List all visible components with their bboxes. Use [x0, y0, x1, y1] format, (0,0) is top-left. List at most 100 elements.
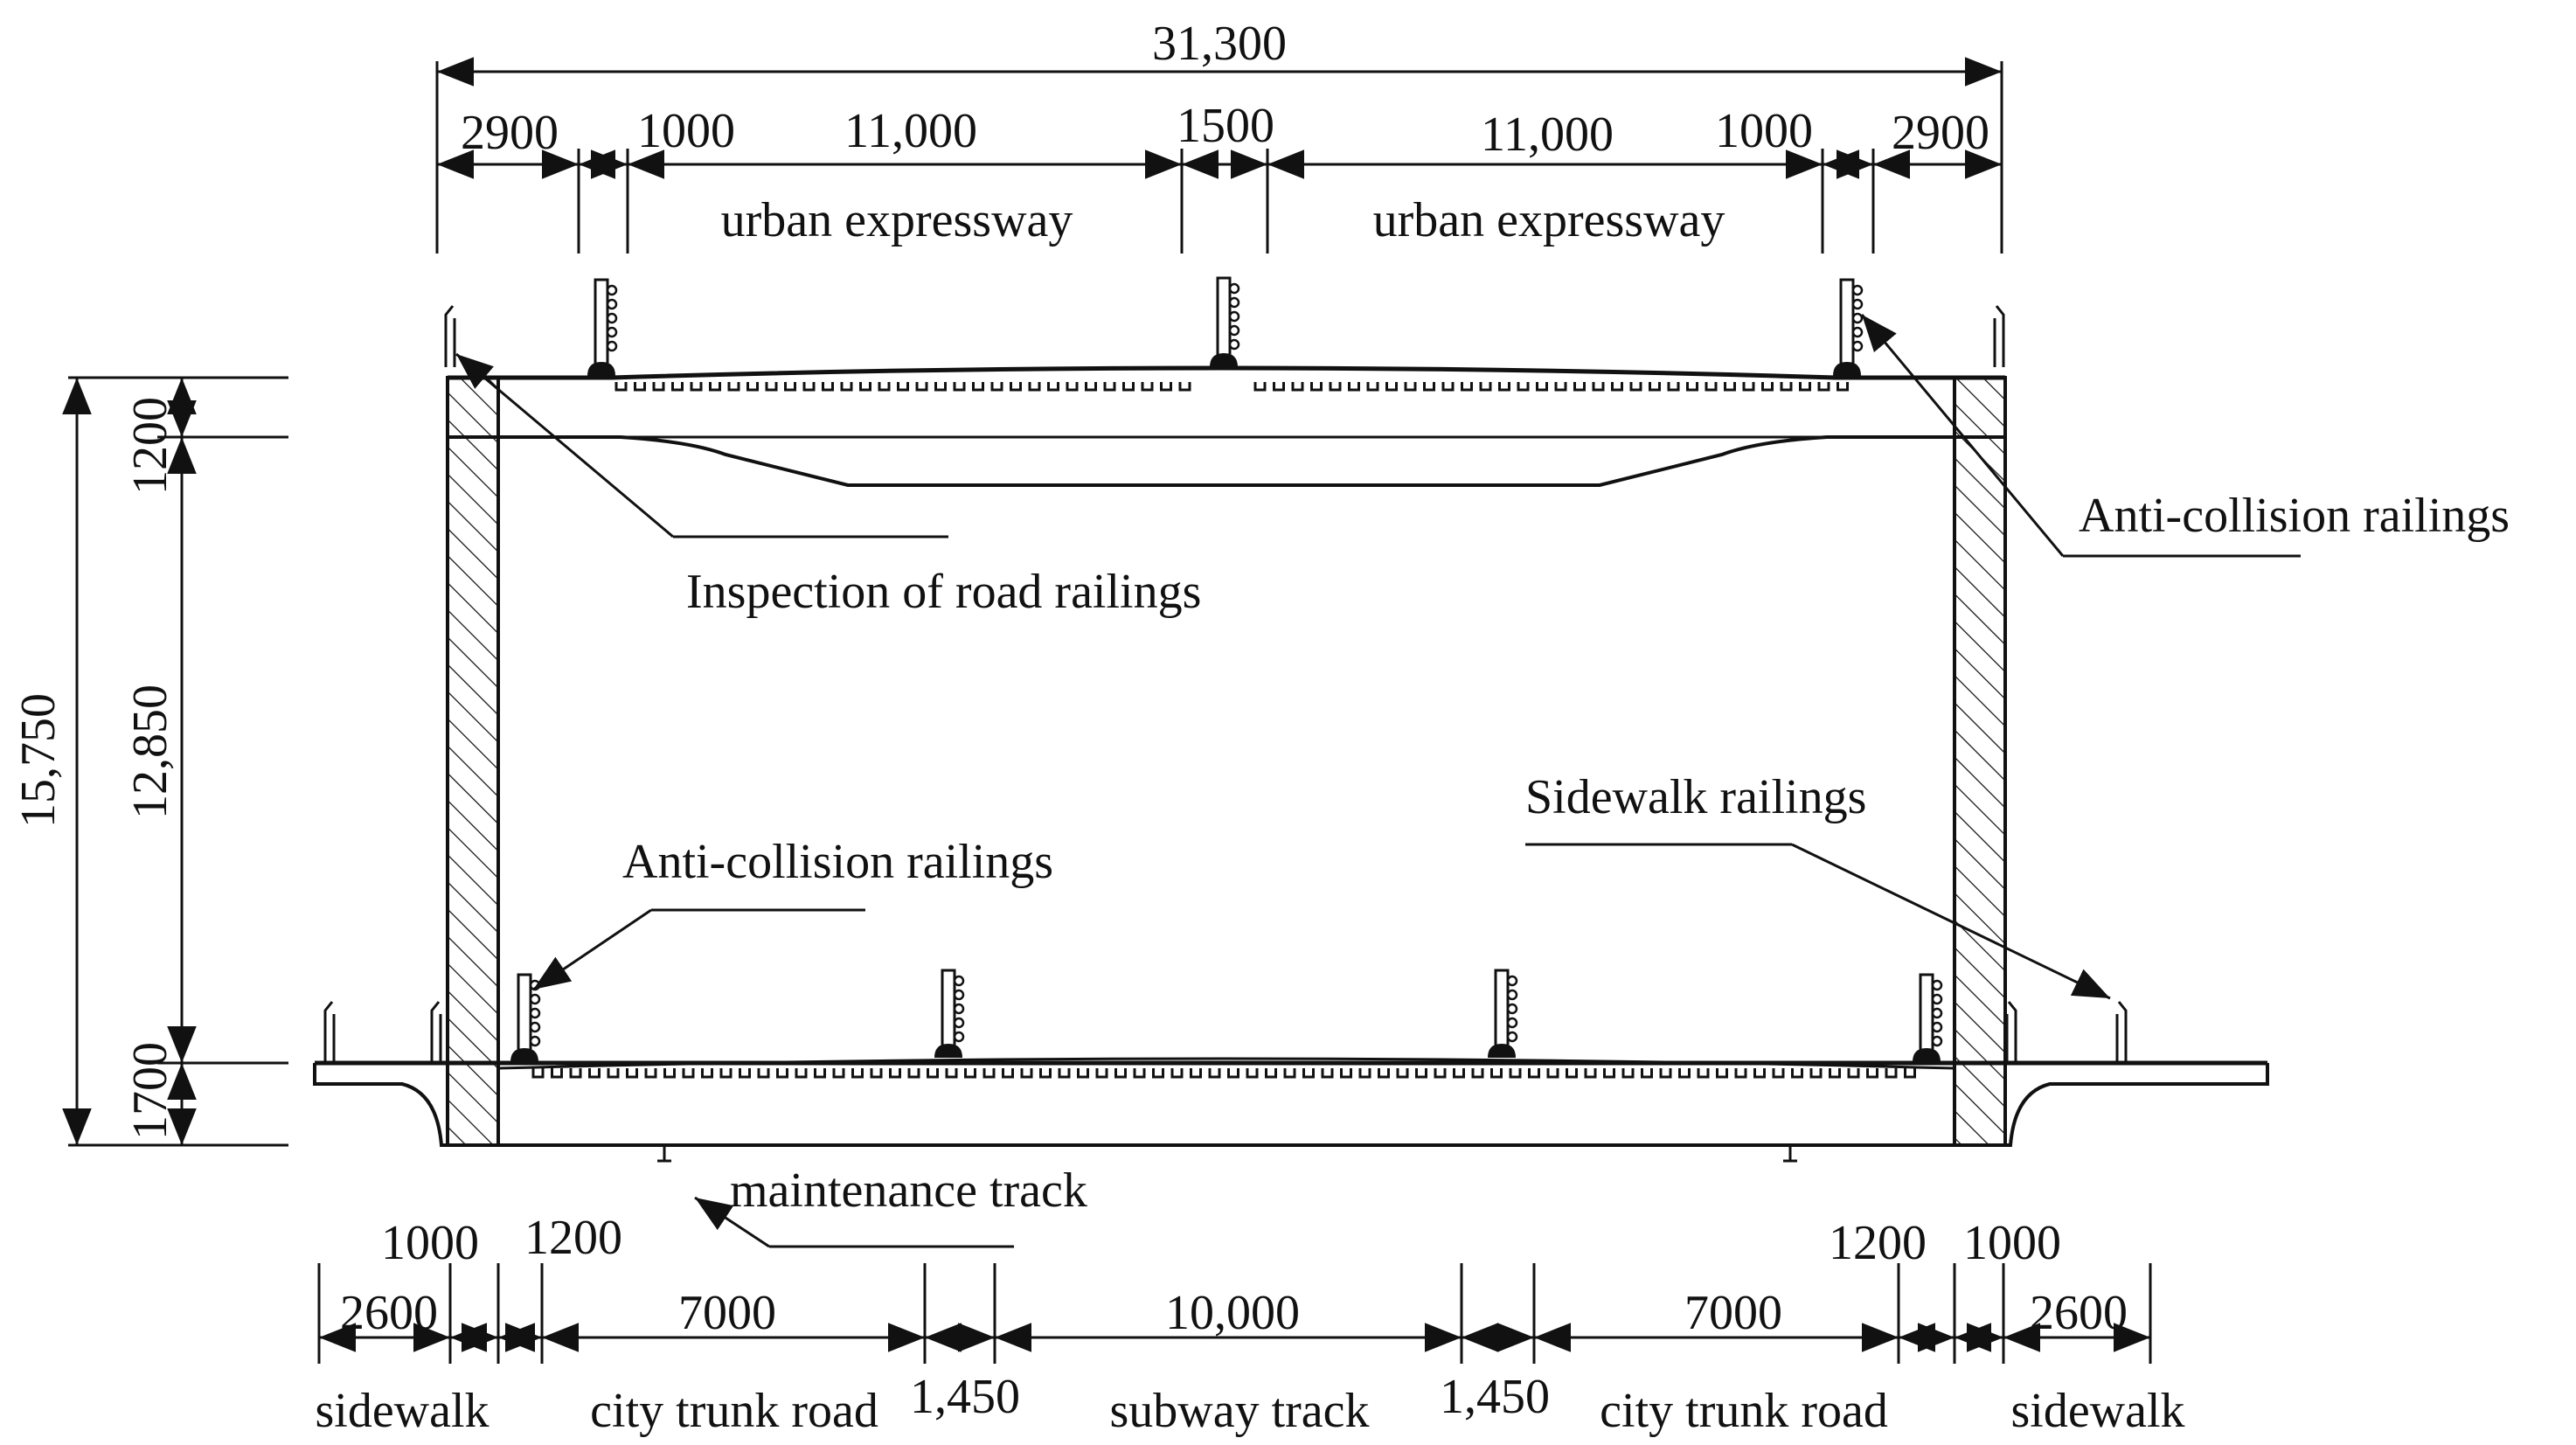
- rib: [569, 1068, 582, 1079]
- rib: [1047, 382, 1059, 392]
- rib: [1479, 382, 1492, 392]
- railing-post: [510, 973, 541, 1062]
- dim-seg-2: 1000: [637, 104, 735, 158]
- bottom-dimension-group: 1000 1200 1200 1000 2600 7000 10,000 700…: [315, 1211, 2184, 1438]
- dim-overall-width: 31,300: [1152, 17, 1287, 71]
- rib: [1103, 382, 1116, 392]
- leader-labels: Inspection of road railings Anti-collisi…: [455, 314, 2510, 1248]
- rib: [765, 382, 778, 392]
- rib: [1678, 1068, 1691, 1079]
- rib: [644, 1068, 657, 1079]
- rib: [1837, 382, 1849, 392]
- label-maintenance-track: maintenance track: [730, 1164, 1087, 1218]
- dim-bot-1200-left: 1200: [524, 1211, 622, 1265]
- rib: [814, 1068, 826, 1079]
- sidewalk-railing-post: [323, 1001, 336, 1063]
- rib: [832, 1068, 845, 1079]
- dim-bot-seg-3: 10,000: [1165, 1286, 1300, 1340]
- rib: [784, 382, 796, 392]
- left-web: [446, 376, 500, 1147]
- rib: [1039, 1068, 1052, 1079]
- rib: [927, 1068, 939, 1079]
- vertical-dimension-group: 15,750 1200 12,850 1700: [11, 376, 288, 1147]
- rib: [1885, 1068, 1898, 1079]
- rib: [1002, 1068, 1014, 1079]
- rib: [1095, 1068, 1108, 1079]
- rib: [719, 1068, 733, 1079]
- rib: [1490, 1068, 1503, 1079]
- rib: [915, 382, 928, 392]
- rib: [1761, 382, 1774, 392]
- rib: [1291, 382, 1304, 392]
- rib: [776, 1068, 788, 1079]
- rib: [1085, 382, 1097, 392]
- rib: [1471, 1068, 1484, 1079]
- rib: [1321, 1068, 1334, 1079]
- railing-post: [1833, 278, 1864, 376]
- rib: [1190, 1068, 1202, 1079]
- sidewalk-railing-post: [1993, 305, 2005, 367]
- rib: [1536, 382, 1548, 392]
- rib: [1020, 1068, 1033, 1079]
- rib: [1772, 1068, 1785, 1079]
- dim-bottom-slab: 1700: [123, 1042, 177, 1140]
- rib: [746, 382, 759, 392]
- railings: [323, 276, 2128, 1063]
- rib: [1517, 382, 1530, 392]
- box-girder: [313, 365, 2269, 1163]
- rib: [1659, 1068, 1672, 1079]
- rib: [1780, 382, 1793, 392]
- dim-bot-seg-5: 2600: [2030, 1286, 2128, 1340]
- railing-post: [587, 278, 618, 376]
- rib: [1603, 1068, 1615, 1079]
- rib: [1396, 1068, 1409, 1079]
- rib: [1904, 1068, 1916, 1079]
- label-sidewalk-railings: Sidewalk railings: [1525, 770, 1866, 824]
- rib: [859, 382, 871, 392]
- rib: [1283, 1068, 1296, 1079]
- rib: [1686, 382, 1698, 392]
- rib: [1667, 382, 1680, 392]
- rib: [889, 1068, 901, 1079]
- rib: [897, 382, 909, 392]
- rib: [709, 382, 721, 392]
- dim-total-height: 15,750: [11, 693, 66, 828]
- rib: [953, 382, 966, 392]
- rib: [671, 382, 684, 392]
- rib: [1423, 382, 1435, 392]
- railing-post: [1913, 973, 1943, 1062]
- rib: [1246, 1068, 1259, 1079]
- rib: [1566, 1068, 1578, 1079]
- rib: [1641, 1068, 1653, 1079]
- rib: [1122, 382, 1135, 392]
- lower-lane-sidewalk-right: sidewalk: [2010, 1384, 2184, 1438]
- upper-lane-left: urban expressway: [721, 193, 1073, 247]
- rib: [1010, 382, 1022, 392]
- rib: [1461, 382, 1473, 392]
- rib: [1415, 1068, 1427, 1079]
- rib: [1348, 382, 1360, 392]
- rib: [588, 1068, 601, 1079]
- rib: [907, 1068, 920, 1079]
- rib: [878, 382, 891, 392]
- rib: [1178, 382, 1191, 392]
- bottom-slab-ribs: [531, 1068, 1916, 1079]
- rib: [945, 1068, 958, 1079]
- rib: [614, 382, 628, 392]
- top-dimension-group: 31,300 2900 1000 11,000 1500 11,000 1000…: [435, 17, 2003, 254]
- rib: [1077, 1068, 1089, 1079]
- rib: [1546, 1068, 1559, 1079]
- rib: [795, 1068, 808, 1079]
- rib: [1358, 1068, 1371, 1079]
- rib: [1829, 1068, 1841, 1079]
- upper-lane-right: urban expressway: [1373, 193, 1725, 247]
- rib: [1584, 1068, 1597, 1079]
- dim-bot-1200-right: 1200: [1829, 1216, 1927, 1270]
- rib: [1528, 1068, 1540, 1079]
- rib: [682, 1068, 695, 1079]
- rib: [1611, 382, 1623, 392]
- lower-lane-trunk-left: city trunk road: [590, 1384, 878, 1438]
- rib: [1152, 1068, 1164, 1079]
- rib: [1434, 1068, 1447, 1079]
- rib: [1141, 382, 1154, 392]
